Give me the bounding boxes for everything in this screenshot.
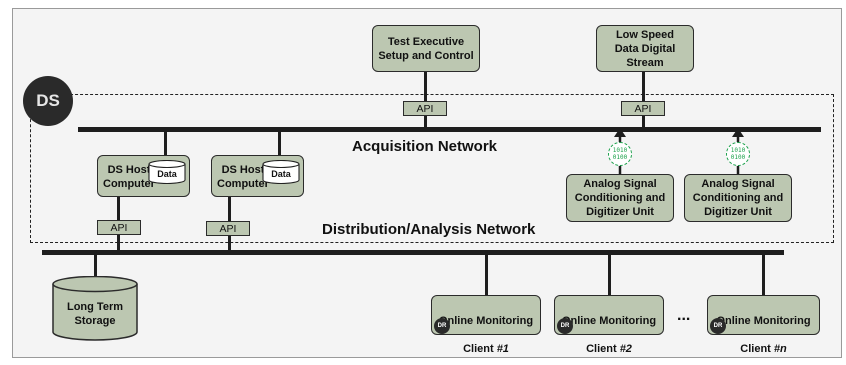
dr-badge-icon: DR	[710, 318, 726, 334]
client-title: Online Monitoring	[716, 315, 811, 327]
clientn-connector	[762, 253, 765, 296]
ds-host-computer-2-label: DS Host Computer	[217, 164, 269, 190]
database-label: Data	[271, 169, 291, 179]
client1-connector	[485, 253, 488, 296]
online-monitoring-client-n: Online Monitoring Client #n DR	[707, 295, 820, 355]
dr-badge-icon: DR	[557, 318, 573, 334]
host1-bus-connector	[164, 129, 167, 156]
client-n-label: Online Monitoring Client #n	[708, 300, 819, 356]
analog-signal-unit-1: Analog Signal Conditioning and Digitizer…	[566, 174, 674, 222]
client-number: #n	[773, 343, 787, 355]
client2-connector	[608, 253, 611, 296]
low-speed-connector	[642, 72, 645, 129]
client-number: #2	[619, 343, 632, 355]
long-term-storage-cylinder	[52, 276, 138, 341]
api-box-host-1: API	[97, 220, 141, 235]
binary-line-2: 0100	[730, 154, 746, 161]
ds-logo-icon: DS	[23, 76, 73, 126]
binary-signal-icon: 1010 0100	[608, 142, 632, 166]
client-2-label: Online Monitoring Client #2	[555, 300, 663, 356]
client-title: Online Monitoring	[438, 315, 534, 327]
client-title: Online Monitoring	[561, 315, 657, 327]
online-monitoring-client-1: Online Monitoring Client #1 DR	[431, 295, 541, 355]
more-clients-ellipsis: ...	[677, 307, 691, 324]
binary-line-1: 1010	[730, 147, 746, 154]
acquisition-network-label: Acquisition Network	[352, 138, 498, 155]
binary-line-1: 1010	[612, 147, 628, 154]
online-monitoring-client-2: Online Monitoring Client #2 DR	[554, 295, 664, 355]
ds-host-computer-2: DS Host Computer Data	[211, 155, 304, 197]
client-number: #1	[496, 343, 509, 355]
host2-bus-connector	[278, 129, 281, 156]
api-box-low-speed: API	[621, 101, 665, 116]
database-icon	[148, 160, 186, 184]
test-executive-box: Test Executive Setup and Control	[372, 25, 480, 72]
api-box-test-executive: API	[403, 101, 447, 116]
database-label: Data	[157, 169, 177, 179]
acquisition-bus	[78, 127, 821, 132]
analog-signal-unit-2: Analog Signal Conditioning and Digitizer…	[684, 174, 792, 222]
storage-connector	[94, 253, 97, 280]
ds-host-computer-1: DS Host Computer Data	[97, 155, 190, 197]
test-exec-connector	[424, 72, 427, 129]
client-prefix: Client	[740, 343, 774, 355]
api-box-host-2: API	[206, 221, 250, 236]
low-speed-data-box: Low Speed Data Digital Stream	[596, 25, 694, 72]
binary-signal-icon: 1010 0100	[726, 142, 750, 166]
ds-host-computer-1-label: DS Host Computer	[103, 164, 155, 190]
binary-line-2: 0100	[612, 154, 628, 161]
dr-badge-icon: DR	[434, 318, 450, 334]
client-prefix: Client	[463, 343, 497, 355]
client-prefix: Client	[586, 343, 620, 355]
distribution-network-label: Distribution/Analysis Network	[322, 221, 536, 238]
ds-system-boundary	[30, 94, 834, 243]
database-icon	[262, 160, 300, 184]
long-term-storage-label: Long Term Storage	[66, 301, 123, 327]
distribution-bus	[42, 250, 784, 255]
